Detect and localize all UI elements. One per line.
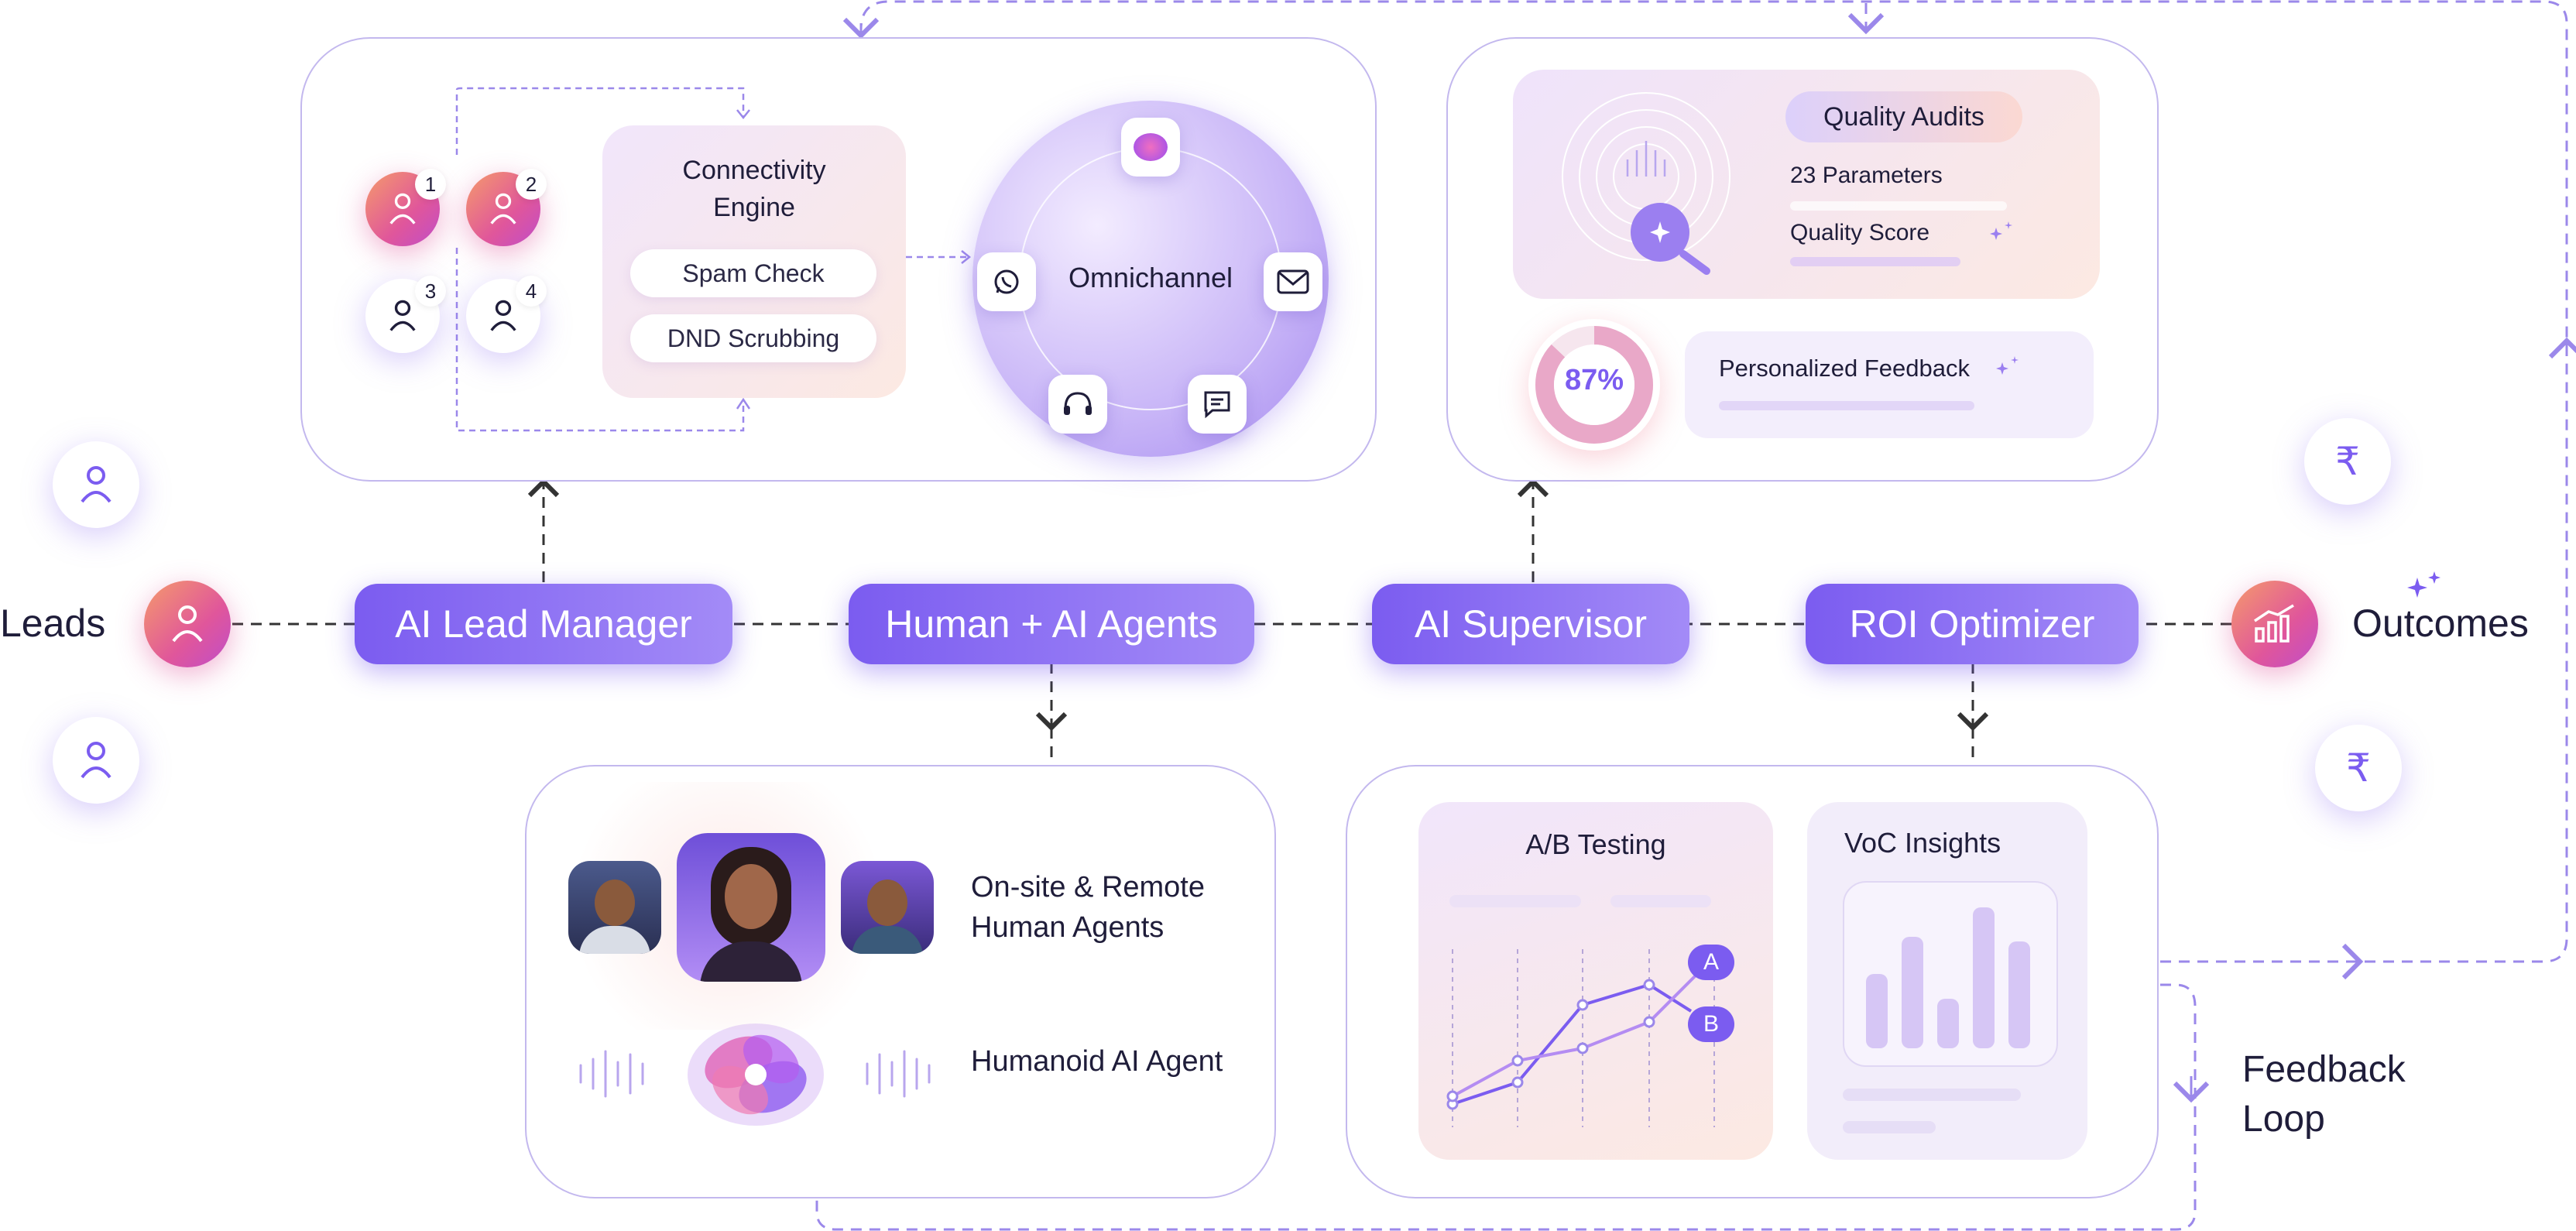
placeholder-bar (1449, 895, 1581, 907)
agent-photo-left (568, 861, 661, 954)
omnichannel-label: Omnichannel (1068, 262, 1233, 293)
placeholder-bar (1610, 895, 1711, 907)
routing-lines (455, 87, 972, 432)
omnichannel-circle: Omnichannel (972, 101, 1329, 457)
audit-radar-icon (1562, 92, 1730, 275)
agents-panel: On-site & Remote Human Agents Humanoid A… (525, 765, 1276, 1198)
quality-score-text: Quality Score (1790, 220, 1930, 245)
series-a-label: A (1688, 945, 1734, 980)
person-icon (81, 466, 111, 503)
engine-title: Connectivity Engine (682, 156, 826, 222)
voc-insights-card: VoC Insights (1807, 802, 2087, 1160)
feedback-loop-label: Feedback Loop (2242, 1049, 2406, 1140)
chat-icon (1188, 375, 1247, 434)
voc-bar-chart (1843, 881, 2058, 1067)
person-icon (490, 193, 516, 225)
roi-panel: A/B Testing A B VoC Insights (1346, 765, 2159, 1198)
quality-percent-value: 87% (1564, 364, 1624, 396)
sparkle-icon (1990, 221, 2012, 240)
outcomes-node (2231, 581, 2318, 667)
placeholder-bar (1843, 1089, 2021, 1101)
placeholder-bar (1843, 1121, 1936, 1133)
lead-circle-3: 3 (365, 276, 446, 353)
lead-number-badge: 3 (415, 276, 446, 307)
voc-insights-title: VoC Insights (1844, 827, 2001, 859)
lead-circle-1: 1 (365, 169, 446, 246)
spam-check-chip: Spam Check (630, 249, 876, 297)
person-icon (172, 605, 203, 643)
placeholder-bar (1790, 257, 1960, 266)
currency-node-bottom: ₹ (2315, 725, 2402, 811)
sparkle-icon (1996, 356, 2019, 375)
human-ai-agents-button[interactable]: Human + AI Agents (849, 584, 1254, 664)
series-b-label: B (1688, 1006, 1734, 1042)
outcomes-label: Outcomes (2352, 602, 2529, 645)
ab-testing-title: A/B Testing (1525, 828, 1666, 860)
lead-source-node (144, 581, 231, 667)
ai-logo-icon (1121, 118, 1180, 177)
lead-circle-4: 4 (466, 276, 547, 353)
headset-icon (1048, 375, 1107, 434)
person-icon (389, 193, 416, 225)
sparkle-icon (2407, 571, 2441, 598)
quality-audits-chip: Quality Audits (1785, 91, 2022, 142)
email-icon (1264, 252, 1322, 311)
humanoid-ai-visual (579, 1024, 931, 1126)
voc-bar (1902, 937, 1923, 1048)
ai-lead-manager-button[interactable]: AI Lead Manager (355, 584, 732, 664)
lead-manager-panel: 1 2 3 4 Connectivity Engine Spam Check D… (300, 37, 1377, 482)
human-agents-text: On-site & Remote Human Agents (971, 871, 1205, 944)
quality-audits-card: Quality Audits 23 Parameters Quality Sco… (1513, 70, 2100, 299)
ai-supervisor-button[interactable]: AI Supervisor (1372, 584, 1689, 664)
currency-node-top: ₹ (2304, 418, 2391, 505)
humanoid-agent-text: Humanoid AI Agent (971, 1045, 1223, 1078)
person-icon (389, 300, 416, 331)
voc-bar (2008, 941, 2030, 1048)
voc-bar (1866, 974, 1888, 1048)
roi-optimizer-button[interactable]: ROI Optimizer (1806, 584, 2139, 664)
whatsapp-icon (977, 252, 1036, 311)
quality-percent-donut: 87% (1528, 319, 1660, 451)
supervisor-panel: Quality Audits 23 Parameters Quality Sco… (1446, 37, 2159, 482)
person-icon (490, 300, 516, 331)
placeholder-bar (1719, 401, 1974, 410)
dnd-scrubbing-chip: DND Scrubbing (630, 314, 876, 362)
voc-bar (1973, 907, 1995, 1048)
agent-photo-right (841, 861, 934, 954)
personalized-feedback-text: Personalized Feedback (1719, 355, 1970, 382)
connectivity-engine-card: Connectivity Engine Spam Check DND Scrub… (602, 125, 906, 398)
personalized-feedback-card: Personalized Feedback (1685, 331, 2094, 438)
leads-label: Leads (0, 602, 106, 645)
lead-number-badge: 2 (516, 169, 547, 200)
growth-chart-icon (2254, 604, 2294, 643)
agent-photo-center (677, 833, 825, 982)
parameters-text: 23 Parameters (1790, 163, 1943, 188)
voc-bar (1937, 999, 1959, 1048)
lead-node-bottom (53, 717, 139, 804)
person-icon (81, 742, 111, 779)
lead-node-top (53, 441, 139, 528)
placeholder-bar (1790, 201, 2007, 211)
lead-number-badge: 4 (516, 276, 547, 307)
ab-test-line-chart (1446, 949, 1715, 1127)
lead-circle-2: 2 (466, 169, 547, 246)
ab-testing-card: A/B Testing A B (1418, 802, 1773, 1160)
lead-number-badge: 1 (415, 169, 446, 200)
